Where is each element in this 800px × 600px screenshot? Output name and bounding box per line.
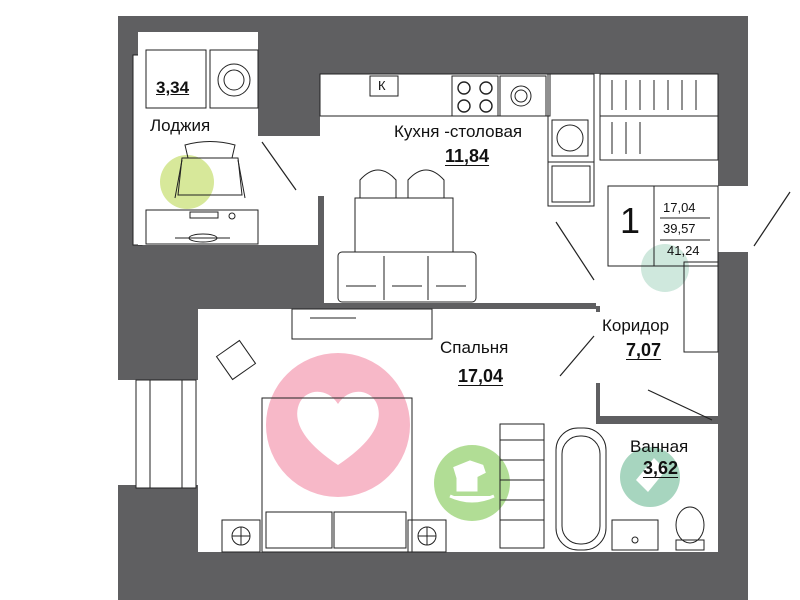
sink-icon — [551, 119, 589, 157]
wall-top — [258, 16, 748, 74]
wall-right-lower — [718, 252, 748, 600]
stove-icon — [451, 75, 499, 117]
corridor-area: 7,07 — [626, 340, 662, 360]
rocking-horse-icon — [449, 460, 495, 503]
bathtub-icon — [555, 427, 607, 551]
wall-bottom — [118, 552, 748, 600]
summary-box — [607, 185, 719, 267]
loggia-furniture — [145, 49, 259, 245]
kids-badge — [434, 445, 510, 521]
chair-icon — [174, 141, 246, 199]
wall-right-lower-outer — [748, 252, 800, 600]
wall-kitchen-bedroom — [198, 303, 596, 309]
corridor-badge — [641, 244, 689, 292]
bedroom-furniture — [215, 308, 545, 553]
wall-loggia-bottom-left — [118, 245, 198, 305]
loggia-area: 3,34 — [156, 78, 190, 97]
wall-partition-lower — [594, 383, 600, 423]
wall-right-upper — [718, 16, 748, 186]
chair-icon — [215, 339, 257, 381]
fridge-mark: К — [378, 78, 386, 93]
wall-loggia-top — [118, 16, 260, 32]
toilet-icon — [675, 506, 705, 551]
kitchen-label: Кухня -столовая — [394, 122, 523, 141]
bedroom-label: Спальня — [440, 338, 509, 357]
kitchen-furniture — [319, 73, 719, 353]
sink-icon — [611, 519, 659, 551]
bathroom-label: Ванная — [630, 437, 689, 456]
washing-machine-icon — [209, 49, 259, 109]
kitchen-area: 11,84 — [445, 146, 490, 166]
wall-kitchen-left-lower — [318, 196, 324, 306]
loggia-badge — [160, 155, 214, 209]
wall-partition-bath — [594, 416, 718, 424]
wall-kitchen-left — [296, 74, 320, 136]
corridor-label: Коридор — [602, 316, 670, 335]
loggia-label: Лоджия — [150, 116, 211, 135]
bathroom-area: 3,62 — [643, 458, 679, 478]
total-area: 39,57 — [663, 221, 696, 236]
heart-icon — [297, 391, 379, 465]
bath-badge — [620, 447, 680, 507]
living-area: 17,04 — [663, 200, 696, 215]
bedroom-area: 17,04 — [458, 366, 504, 386]
total-with-loggia: 41,24 — [667, 243, 700, 258]
bathroom-fixtures — [555, 427, 705, 551]
bedroom-badge — [266, 353, 410, 497]
leaf-icon — [636, 458, 666, 492]
rooms-count: 1 — [620, 200, 641, 241]
wall-bedroom-left — [118, 300, 198, 380]
